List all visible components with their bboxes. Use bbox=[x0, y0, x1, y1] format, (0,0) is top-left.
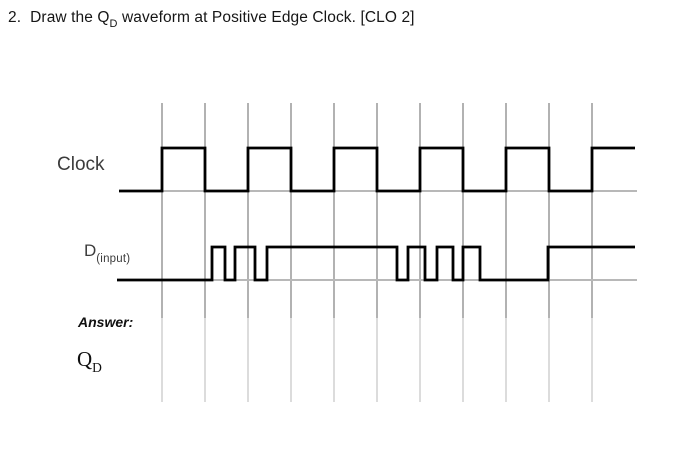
qd-output-label: QD bbox=[77, 347, 102, 375]
clock-waveform bbox=[119, 146, 635, 193]
d-input-waveform bbox=[117, 245, 635, 282]
question-text-before: Draw the Q bbox=[30, 9, 110, 26]
clock-signal-label: Clock bbox=[57, 154, 105, 175]
d-input-signal-label: D(input) bbox=[84, 241, 131, 266]
question-text-after: waveform at Positive Edge Clock. [CLO 2] bbox=[117, 9, 415, 26]
question-title: 2. Draw the QD waveform at Positive Edge … bbox=[8, 9, 415, 31]
qd-subscript: D bbox=[92, 360, 102, 376]
d-input-subscript: (input) bbox=[96, 253, 131, 266]
d-input-letter: D bbox=[84, 241, 97, 260]
question-number: 2. bbox=[8, 9, 22, 26]
answer-label: Answer: bbox=[78, 314, 134, 330]
question-subscript: D bbox=[109, 18, 118, 31]
qd-letter: Q bbox=[77, 347, 93, 371]
